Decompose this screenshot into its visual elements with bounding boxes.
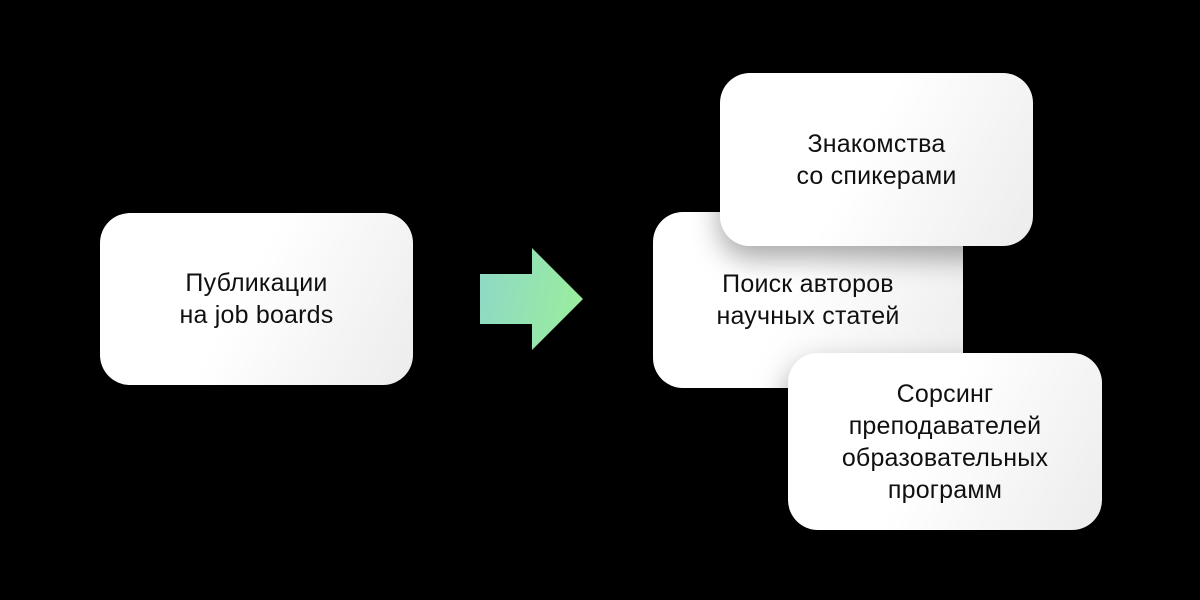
target-card-article-authors-label: Поиск авторов научных статей — [716, 270, 900, 330]
target-card-teacher-sourcing: Сорсинг преподавателей образовательных п… — [788, 353, 1102, 530]
target-card-teacher-sourcing-label: Сорсинг преподавателей образовательных п… — [841, 379, 1049, 504]
source-card-label: Публикации на job boards — [179, 269, 334, 329]
target-card-speakers-label: Знакомства со спикерами — [796, 129, 957, 190]
arrow-right-icon — [480, 248, 583, 350]
target-card-speakers: Знакомства со спикерами — [720, 73, 1033, 246]
source-card-job-boards: Публикации на job boards — [100, 213, 413, 385]
